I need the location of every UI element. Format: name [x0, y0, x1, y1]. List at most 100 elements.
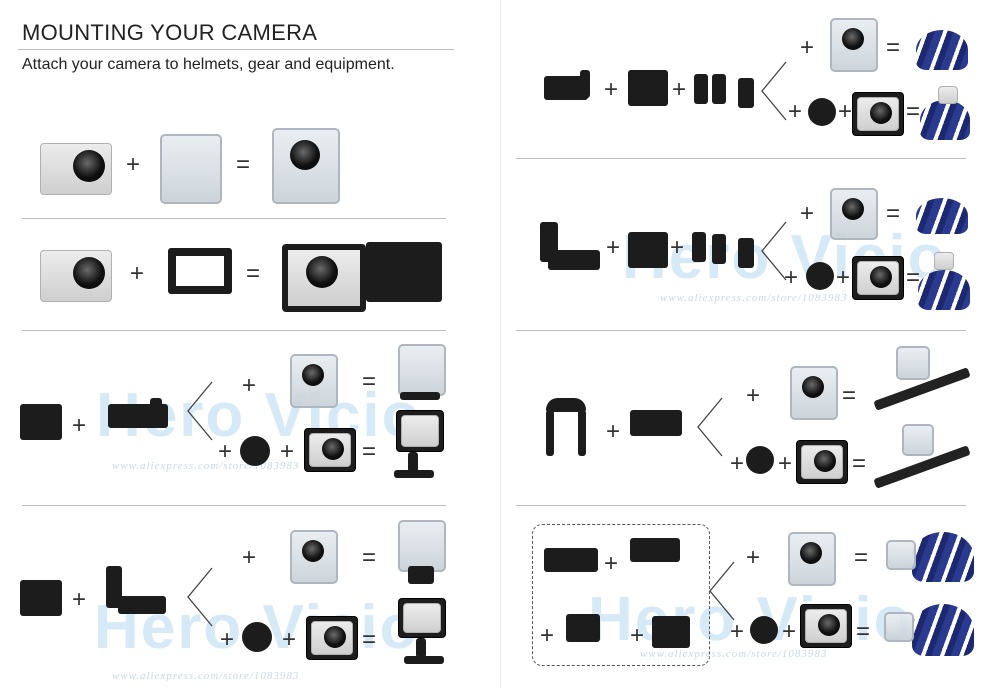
thumb-screw-icon: [580, 70, 590, 98]
plus-sign: +: [836, 264, 851, 291]
equals-sign: =: [854, 544, 869, 571]
camera-on-handlebar-icon: [896, 346, 930, 380]
vented-strap-icon: [738, 238, 754, 268]
housed-camera-icon: [272, 128, 340, 204]
watermark-url: www.aliexpress.com/store/1083983: [112, 670, 300, 682]
equals-sign: =: [362, 544, 377, 571]
watermark-url: www.aliexpress.com/store/1083983: [660, 292, 848, 304]
plus-sign: +: [220, 626, 235, 653]
camera-silver-icon: [40, 250, 112, 302]
camera-on-tripod-icon: [398, 598, 446, 638]
section-divider: [516, 330, 966, 331]
three-way-pivot-arm-icon: [544, 548, 598, 572]
frame-mount-icon: [168, 248, 232, 294]
tripod-adapter-icon: [242, 622, 272, 652]
camera-frame-icon: [800, 604, 852, 648]
pivot-arm-extension-icon: [630, 538, 680, 562]
equals-sign: =: [842, 382, 857, 409]
handlebar-mount-leg-icon: [546, 410, 554, 456]
framed-camera-icon: [282, 244, 366, 312]
watermark-url: www.aliexpress.com/store/1083983: [112, 460, 300, 472]
plus-sign: +: [730, 450, 745, 477]
tripod-foot-icon: [394, 470, 434, 478]
page-subtitle: Attach your camera to helmets, gear and …: [22, 56, 395, 73]
camera-frame-icon: [306, 616, 358, 660]
equals-sign: =: [362, 626, 377, 653]
plus-sign: +: [126, 151, 141, 178]
equals-sign: =: [886, 200, 901, 227]
helmet-icon: [912, 604, 974, 656]
plus-sign: +: [800, 200, 815, 227]
vented-strap-icon: [694, 74, 708, 104]
j-hook-base-icon: [118, 596, 166, 614]
plus-sign: +: [800, 34, 815, 61]
mounted-camera-icon: [398, 344, 446, 396]
equals-sign: =: [362, 438, 377, 465]
plus-sign: +: [540, 622, 555, 649]
equals-sign: =: [246, 260, 261, 287]
tripod-adapter-icon: [750, 616, 778, 644]
mounted-camera-icon: [398, 520, 446, 572]
plus-sign: +: [606, 234, 621, 261]
options-bracket-icon: [761, 221, 787, 281]
options-bracket-icon: [697, 397, 723, 457]
handlebar-mount-leg-icon: [578, 410, 586, 456]
tripod-adapter-icon: [240, 436, 270, 466]
camera-on-handlebar-icon: [902, 424, 934, 456]
thumb-screw-icon: [150, 398, 162, 428]
column-divider: [500, 0, 501, 688]
plus-sign: +: [606, 418, 621, 445]
camera-on-helmet-icon: [886, 540, 916, 570]
tripod-adapter-icon: [806, 262, 834, 290]
camera-on-helmet-icon: [938, 86, 958, 104]
options-bracket-icon: [187, 381, 213, 441]
helmet-icon: [916, 198, 968, 234]
plus-sign: +: [746, 382, 761, 409]
vented-strap-icon: [692, 232, 706, 262]
housed-camera-icon: [290, 354, 338, 408]
tripod-stem-icon: [408, 452, 418, 472]
plus-sign: +: [604, 550, 619, 577]
equals-sign: =: [906, 264, 921, 291]
section-divider: [516, 505, 966, 506]
housed-camera-icon: [830, 188, 878, 240]
plus-sign: +: [242, 544, 257, 571]
watermark-brand: Hero Vicio: [588, 585, 914, 654]
section-divider: [22, 505, 446, 506]
equals-sign: =: [236, 151, 251, 178]
housed-camera-icon: [830, 18, 878, 72]
title-rule: [18, 49, 454, 50]
camera-frame-icon: [304, 428, 356, 472]
watermark-url: www.aliexpress.com/store/1083983: [640, 648, 828, 660]
equals-sign: =: [362, 368, 377, 395]
plus-sign: +: [218, 438, 233, 465]
camera-on-helmet-icon: [884, 612, 914, 642]
framed-camera-back-icon: [366, 242, 442, 302]
helmet-icon: [920, 100, 970, 140]
curved-adhesive-base-icon: [628, 232, 668, 268]
pivot-arm-kit-box: [532, 524, 710, 666]
section-divider: [516, 158, 966, 159]
equals-sign: =: [852, 450, 867, 477]
waterproof-housing-icon: [160, 134, 222, 204]
camera-silver-icon: [40, 143, 112, 195]
camera-frame-icon: [796, 440, 848, 484]
helmet-icon: [918, 270, 970, 310]
vented-strap-icon: [712, 74, 726, 104]
camera-frame-icon: [852, 92, 904, 136]
camera-on-tripod-icon: [396, 410, 444, 452]
housed-camera-icon: [788, 532, 836, 586]
tripod-adapter-icon: [808, 98, 836, 126]
plus-sign: +: [782, 618, 797, 645]
helmet-icon: [916, 30, 968, 70]
plus-sign: +: [778, 450, 793, 477]
plus-sign: +: [72, 586, 87, 613]
plus-sign: +: [72, 412, 87, 439]
j-hook-base-icon: [548, 250, 600, 270]
plus-sign: +: [784, 264, 799, 291]
plus-sign: +: [670, 234, 685, 261]
plus-sign: +: [604, 76, 619, 103]
housed-camera-icon: [790, 366, 838, 420]
equals-sign: =: [886, 34, 901, 61]
plus-sign: +: [730, 618, 745, 645]
